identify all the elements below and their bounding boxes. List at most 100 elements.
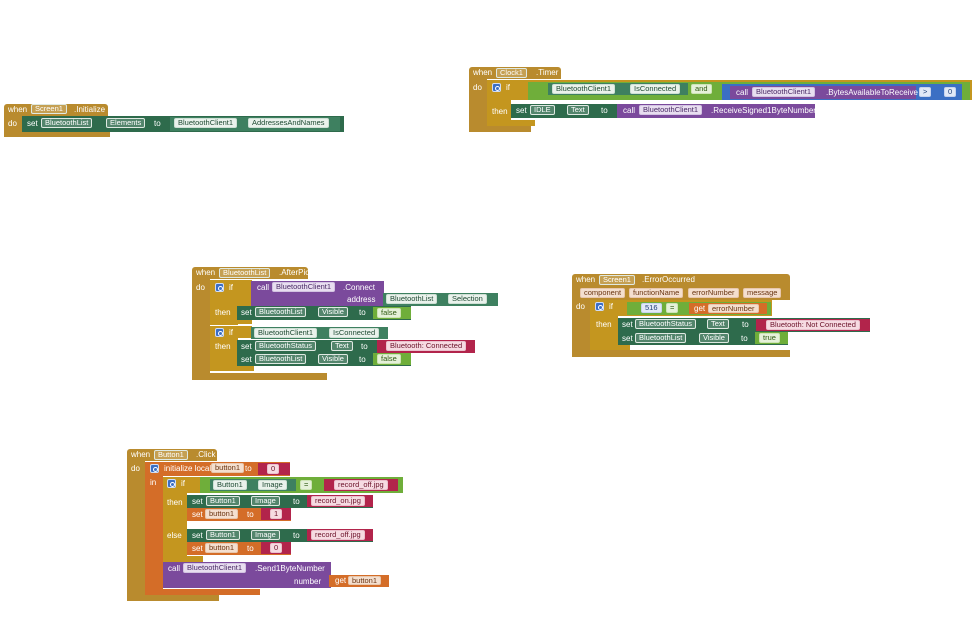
to-label: to	[742, 320, 749, 329]
gear-icon[interactable]	[215, 328, 224, 337]
cond-property-dropdown[interactable]: IsConnected	[630, 84, 681, 94]
receive-method-name: .ReceiveSigned1ByteNumber	[711, 106, 816, 115]
status-target-dropdown[interactable]: BluetoothStatus	[255, 341, 316, 351]
then-value[interactable]: 1	[270, 509, 283, 519]
vis2-target-dropdown[interactable]: BluetoothList	[255, 354, 307, 364]
else-img-component-dropdown[interactable]: Button1	[206, 530, 240, 540]
then-label: then	[215, 342, 231, 351]
event-header[interactable]	[127, 449, 217, 461]
set-visible-block-2[interactable]	[237, 353, 411, 366]
false-dropdown[interactable]: false	[377, 308, 401, 318]
isconn-component-dropdown[interactable]: BluetoothClient1	[254, 328, 318, 338]
false2-dropdown[interactable]: false	[377, 354, 401, 364]
status-target-dropdown[interactable]: BluetoothStatus	[635, 319, 696, 329]
to-label: to	[601, 106, 608, 115]
param-component[interactable]: component	[580, 288, 626, 298]
eq-operator-dropdown[interactable]: =	[300, 480, 313, 490]
compare-value[interactable]: 0	[944, 87, 957, 97]
status-property-dropdown[interactable]: Text	[707, 319, 729, 329]
set-visible-block[interactable]	[618, 332, 788, 345]
event-footer	[469, 125, 531, 132]
set-label: set	[516, 106, 527, 115]
and-operator-dropdown[interactable]: and	[691, 84, 712, 94]
status-text[interactable]: Bluetooth: Connected	[386, 341, 467, 351]
true-dropdown[interactable]: true	[759, 333, 780, 343]
get-var-dropdown[interactable]: button1	[348, 576, 382, 585]
if-block-1-footer	[210, 320, 238, 325]
if-block-2-left	[210, 338, 238, 370]
vis2-property-dropdown[interactable]: Visible	[318, 354, 348, 364]
isconn-property-dropdown[interactable]: IsConnected	[329, 328, 380, 338]
compare-operator-dropdown[interactable]: >	[919, 87, 932, 97]
event-header[interactable]	[4, 104, 108, 116]
then-label: then	[167, 498, 183, 507]
do-label: do	[8, 119, 17, 128]
else-img-property-dropdown[interactable]: Image	[251, 530, 280, 540]
param-errornumber[interactable]: errorNumber	[688, 288, 739, 298]
set-label: set	[192, 531, 203, 540]
cond-component-dropdown[interactable]: BluetoothClient1	[552, 84, 616, 94]
img-off-text[interactable]: record_off.jpg	[334, 480, 388, 490]
property-dropdown[interactable]: Elements	[106, 118, 146, 128]
get-var-dropdown[interactable]: errorNumber	[708, 304, 759, 313]
send-method-name: .Send1ByteNumber	[255, 564, 325, 573]
then-img-property-dropdown[interactable]: Image	[251, 496, 280, 506]
source-dropdown[interactable]: BluetoothClient1	[174, 118, 238, 128]
when-label: when	[131, 450, 151, 459]
number-label: number	[294, 577, 322, 586]
gear-icon[interactable]	[150, 464, 159, 473]
vis-target-dropdown[interactable]: BluetoothList	[635, 333, 687, 343]
then-var-dropdown[interactable]: button1	[205, 509, 239, 519]
then-img-component-dropdown[interactable]: Button1	[206, 496, 240, 506]
then-label: then	[215, 308, 231, 317]
selection-property-dropdown[interactable]: Selection	[448, 294, 487, 304]
set-target-dropdown[interactable]: IDLE	[530, 105, 555, 115]
else-img-off-text[interactable]: record_off.jpg	[311, 530, 365, 540]
source-property-dropdown[interactable]: AddressesAndNames	[248, 118, 329, 128]
gear-icon[interactable]	[595, 302, 604, 311]
status-property-dropdown[interactable]: Text	[331, 341, 353, 351]
set-property-dropdown[interactable]: Text	[567, 105, 589, 115]
eq-operator-dropdown[interactable]: =	[666, 303, 679, 313]
to-label: to	[154, 119, 161, 128]
component-dropdown[interactable]: Screen1	[31, 104, 67, 114]
vis-property-dropdown[interactable]: Visible	[318, 307, 348, 317]
send-component-dropdown[interactable]: BluetoothClient1	[183, 563, 247, 573]
component-dropdown[interactable]: Clock1	[496, 68, 527, 78]
vis-property-dropdown[interactable]: Visible	[699, 333, 729, 343]
bytes-method-name: .BytesAvailableToReceive	[826, 88, 918, 97]
event-name: .Click	[196, 450, 216, 459]
bytes-component-dropdown[interactable]: BluetoothClient1	[752, 87, 816, 97]
event-header[interactable]	[469, 67, 561, 79]
else-var-dropdown[interactable]: button1	[205, 543, 239, 553]
img-on-text[interactable]: record_on.jpg	[311, 496, 365, 506]
gear-icon[interactable]	[215, 283, 224, 292]
param-message[interactable]: message	[743, 288, 782, 298]
init-value[interactable]: 0	[267, 464, 280, 474]
img-property-dropdown[interactable]: Image	[258, 480, 287, 490]
component-dropdown[interactable]: Button1	[154, 450, 188, 460]
receive-component-dropdown[interactable]: BluetoothClient1	[639, 105, 703, 115]
local-var-name[interactable]: button1	[211, 463, 245, 473]
set-label: set	[192, 544, 203, 553]
connect-component-dropdown[interactable]: BluetoothClient1	[272, 282, 336, 292]
img-component-dropdown[interactable]: Button1	[213, 480, 247, 490]
vis-target-dropdown[interactable]: BluetoothList	[255, 307, 307, 317]
call-label: call	[736, 88, 749, 97]
component-dropdown[interactable]: BluetoothList	[219, 268, 271, 278]
gear-icon[interactable]	[167, 479, 176, 488]
status-text[interactable]: Bluetooth: Not Connected	[766, 320, 860, 330]
set-label: set	[622, 320, 633, 329]
event-footer	[192, 373, 327, 380]
initialize-local-label: initialize local	[164, 464, 212, 473]
component-dropdown[interactable]: Screen1	[599, 275, 635, 285]
to-label: to	[741, 334, 748, 343]
if-label: if	[609, 302, 613, 311]
gear-icon[interactable]	[492, 83, 501, 92]
selection-component-dropdown[interactable]: BluetoothList	[386, 294, 438, 304]
number-value[interactable]: 516	[641, 303, 662, 313]
target-dropdown[interactable]: BluetoothList	[41, 118, 93, 128]
else-value[interactable]: 0	[270, 543, 283, 553]
param-functionname[interactable]: functionName	[629, 288, 684, 298]
to-label: to	[359, 355, 366, 364]
